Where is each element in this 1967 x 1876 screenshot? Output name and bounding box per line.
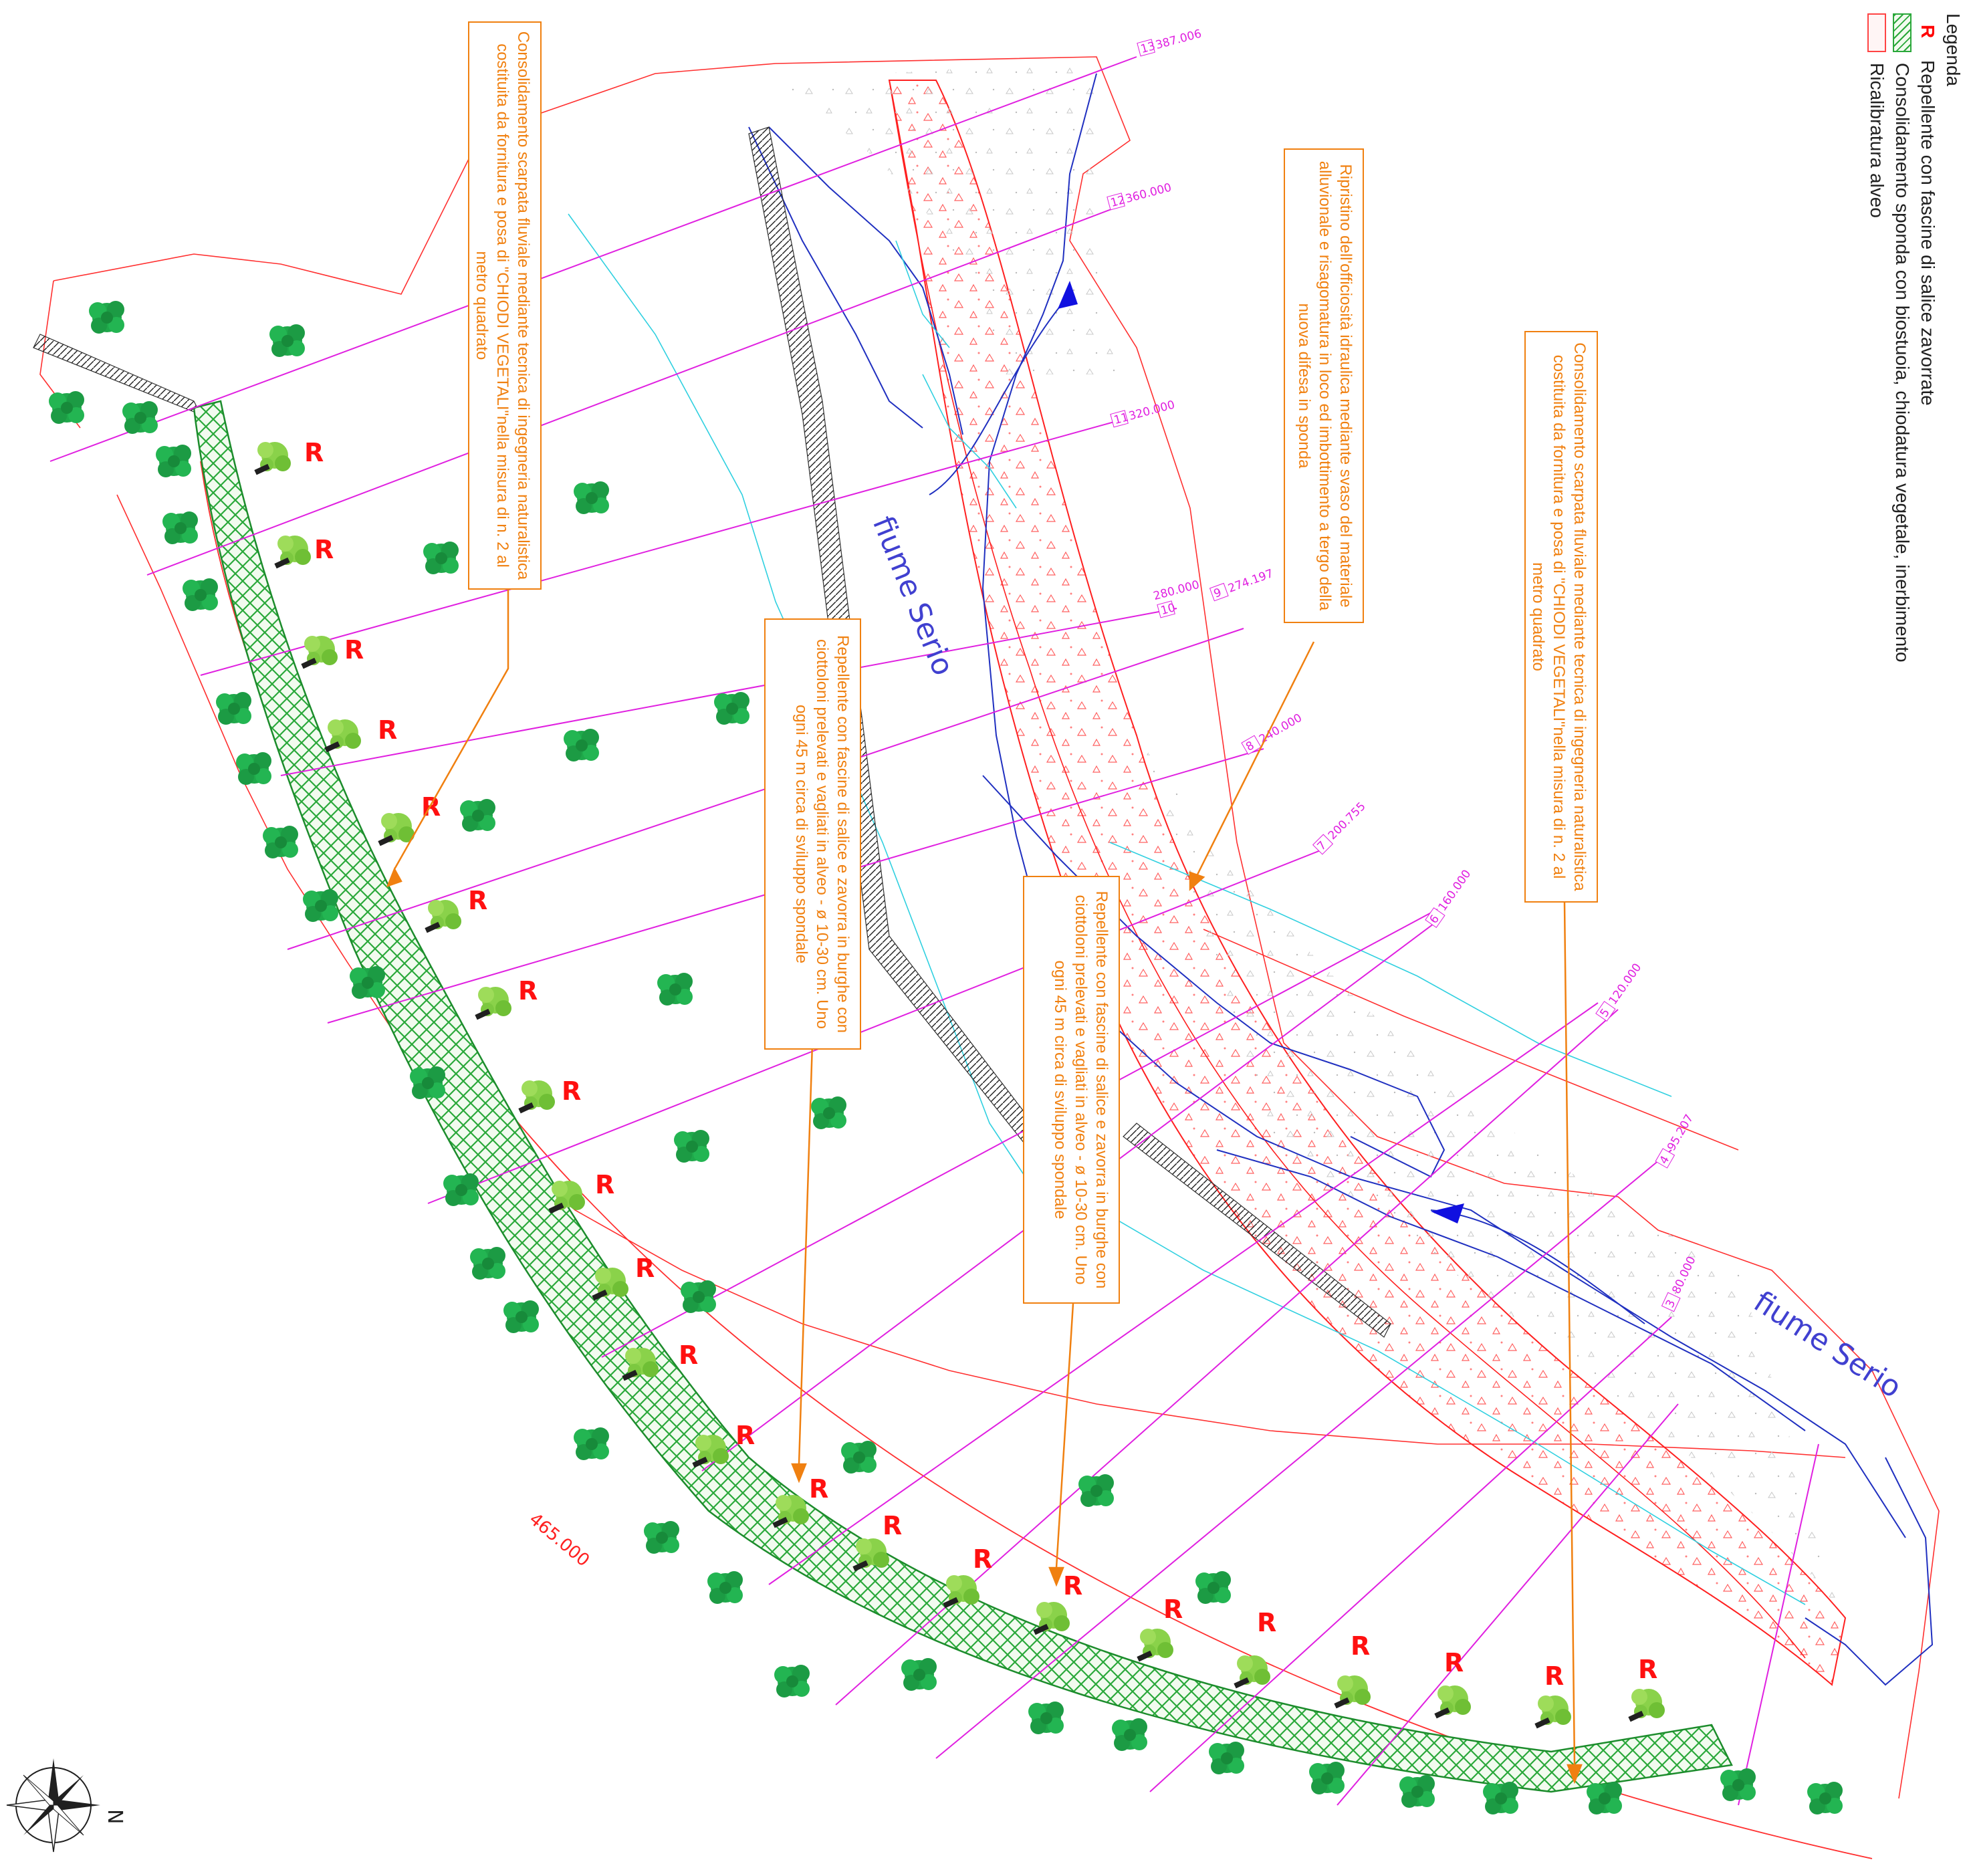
legend-item-ricalibratura: Ricalibratura alveo: [1864, 13, 1889, 682]
r-label: R: [973, 1544, 992, 1574]
r-label: R: [595, 1170, 614, 1199]
svg-text:N: N: [103, 1809, 126, 1824]
svg-text:95.207: 95.207: [1665, 1112, 1696, 1153]
svg-text:10: 10: [1159, 601, 1177, 618]
note-ripristino: Ripristino dell'officiosità idraulica me…: [1284, 148, 1364, 623]
flow-arrow-upper: [1058, 281, 1078, 309]
legend: Legenda R Repellente con fascine di sali…: [1864, 13, 1966, 682]
legend-item-consolidamento: Consolidamento sponda con biostuoia, chi…: [1889, 13, 1915, 682]
r-label: R: [304, 438, 324, 467]
svg-text:387.006: 387.006: [1154, 27, 1203, 53]
r-label: R: [344, 635, 364, 665]
r-label: R: [1444, 1648, 1464, 1677]
svg-text:274.197: 274.197: [1226, 567, 1275, 596]
note-repellente-1: Repellente con fascine di salice e zavor…: [764, 618, 861, 1050]
note-consolidamento-left: Consolidamento scarpata fluviale mediant…: [468, 21, 542, 590]
flow-arrow-lower: [1431, 1203, 1464, 1223]
r-label: R: [378, 715, 397, 745]
svg-text:360.000: 360.000: [1124, 181, 1173, 207]
r-label: R: [1163, 1595, 1183, 1624]
gravel-areas: [776, 60, 1845, 1618]
r-label: R: [735, 1421, 755, 1450]
note-repellente-2: Repellente con fascine di salice e zavor…: [1023, 876, 1120, 1304]
r-label: R: [1544, 1661, 1564, 1691]
river-label-upper: fiume Serio: [866, 511, 961, 681]
r-label: R: [1063, 1571, 1082, 1601]
svg-text:160.000: 160.000: [1436, 868, 1474, 914]
svg-text:13: 13: [1139, 39, 1157, 56]
bank-hatching: [33, 126, 1391, 1338]
cyan-lines: [568, 213, 1806, 1605]
svg-text:200.755: 200.755: [1326, 800, 1369, 842]
r-label: R: [635, 1254, 655, 1283]
svg-text:12: 12: [1109, 193, 1127, 210]
section-lines: [49, 56, 1819, 1806]
r-label: R: [1638, 1655, 1657, 1684]
svg-text:280.000: 280.000: [1152, 578, 1201, 604]
compass-rose: N: [6, 1758, 126, 1853]
r-label: R: [1351, 1631, 1370, 1661]
section-label: 495.207: [1655, 1112, 1696, 1169]
svg-text:11: 11: [1113, 411, 1130, 427]
legend-hatch-symbol: [1893, 13, 1912, 52]
r-label: R: [468, 886, 487, 915]
r-label: R: [518, 976, 538, 1006]
r-label: R: [679, 1340, 698, 1370]
radius-label: 465.000: [526, 1509, 594, 1570]
r-label: R: [1257, 1608, 1276, 1637]
legend-item-repellente: R Repellente con fascine di salice zavor…: [1915, 13, 1940, 682]
svg-text:120.000: 120.000: [1607, 961, 1645, 1008]
legend-red-symbol: [1867, 13, 1886, 52]
r-label: R: [314, 535, 334, 564]
legend-r-symbol: R: [1918, 24, 1938, 39]
legend-title: Legenda: [1943, 13, 1964, 87]
svg-text:320.000: 320.000: [1127, 398, 1176, 424]
r-label: R: [562, 1076, 581, 1106]
r-label: R: [883, 1511, 902, 1540]
note-consolidamento-right: Consolidamento scarpata fluviale mediant…: [1524, 331, 1598, 903]
note-leaders: [386, 588, 1583, 1784]
r-label: R: [809, 1474, 828, 1504]
